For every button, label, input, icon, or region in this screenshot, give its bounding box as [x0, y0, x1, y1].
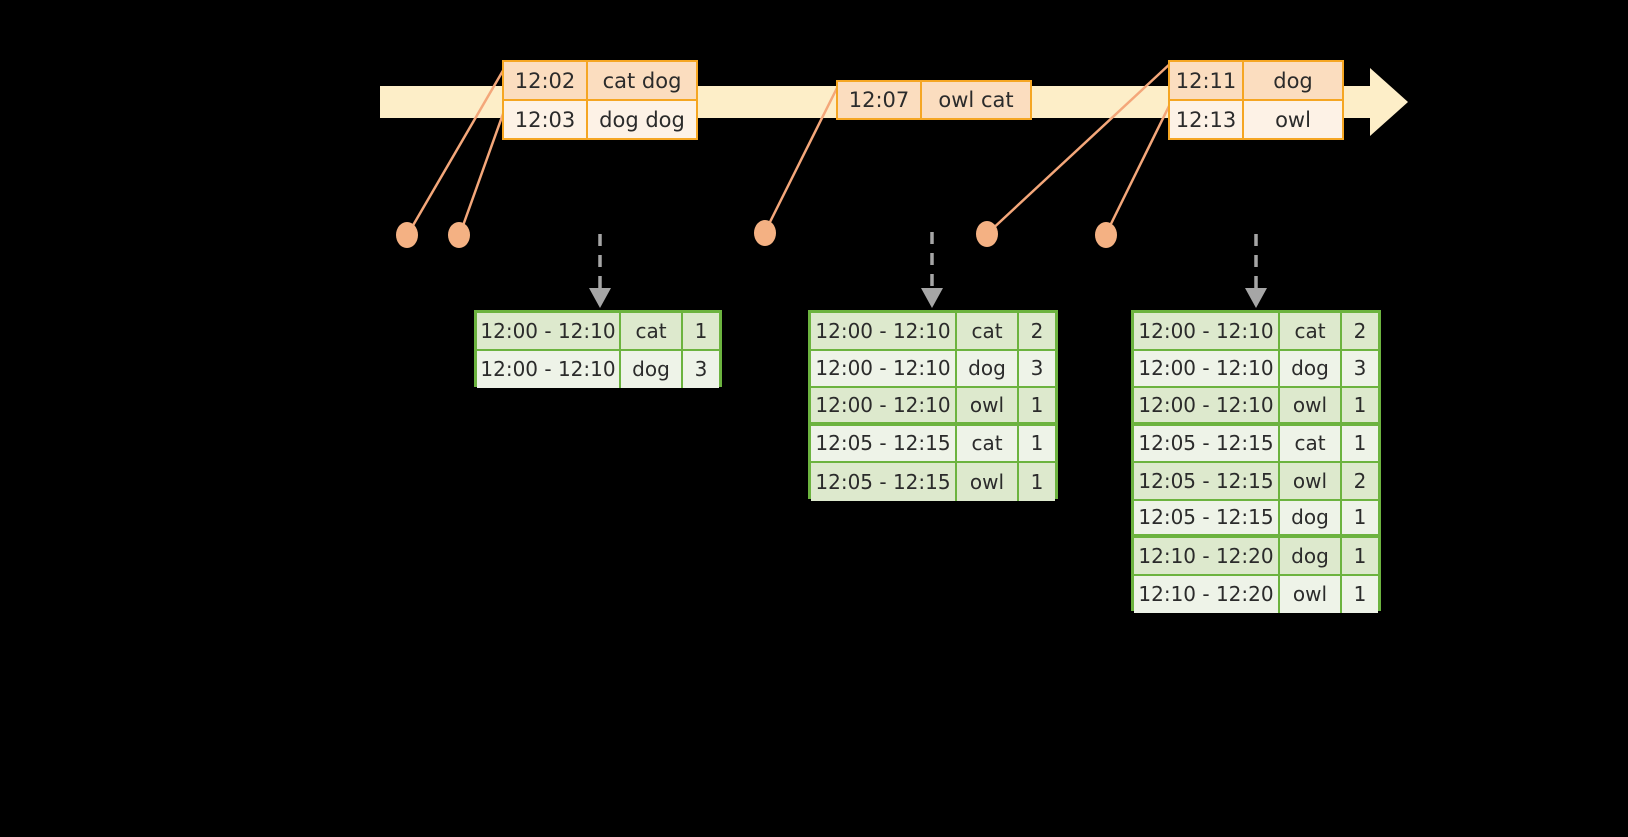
- timeline-arrowhead: [1370, 68, 1408, 136]
- event-text: owl: [1275, 107, 1311, 132]
- event-time: 12:02: [504, 62, 588, 99]
- cell-count: 1: [1030, 431, 1044, 456]
- event-time: 12:07: [838, 82, 922, 118]
- cell-window: 12:05 - 12:15: [1134, 425, 1280, 461]
- cell-window: 12:05 - 12:15: [1134, 500, 1280, 534]
- cell-window: 12:00 - 12:10: [1134, 350, 1280, 386]
- cell-count: 1: [1353, 431, 1367, 456]
- event-text: cat dog: [602, 68, 682, 93]
- cell-count: 1: [694, 318, 708, 343]
- down-arrow-1: [589, 234, 611, 308]
- event-group-2[interactable]: 12:07 owl cat: [836, 80, 1032, 120]
- cell-count: 1: [1030, 392, 1044, 417]
- cell-window: 12:05 - 12:15: [811, 425, 957, 461]
- cell-window: 12:05 - 12:15: [1134, 463, 1280, 499]
- cell-word: owl: [1280, 575, 1342, 613]
- event-time: 12:11: [1170, 62, 1244, 99]
- cell-word: cat: [1280, 313, 1342, 349]
- down-arrow-2: [921, 232, 943, 308]
- cell-count: 1: [1353, 392, 1367, 417]
- cell-window: 12:00 - 12:10: [1134, 313, 1280, 349]
- event-row[interactable]: 12:11 dog: [1170, 62, 1342, 99]
- cell-window: 12:00 - 12:10: [477, 313, 621, 349]
- cell-window: 12:10 - 12:20: [1134, 538, 1280, 574]
- cell-word: cat: [621, 313, 683, 349]
- down-arrow-3: [1245, 234, 1267, 308]
- cell-window: 12:05 - 12:15: [811, 463, 957, 501]
- cell-word: cat: [1280, 425, 1342, 461]
- event-group-1[interactable]: 12:02 cat dog 12:03 dog dog: [502, 60, 698, 140]
- cell-count: 2: [1353, 468, 1367, 493]
- cell-word: dog: [621, 350, 683, 388]
- event-row[interactable]: 12:02 cat dog: [504, 62, 696, 99]
- event-row[interactable]: 12:07 owl cat: [838, 82, 1030, 118]
- cell-count: 1: [1353, 505, 1367, 530]
- cell-word: dog: [957, 350, 1019, 386]
- cell-count: 1: [1353, 582, 1367, 607]
- cell-window: 12:00 - 12:10: [811, 313, 957, 349]
- cell-word: dog: [1280, 350, 1342, 386]
- connector-line-1: [406, 61, 510, 235]
- cell-count: 1: [1030, 469, 1044, 494]
- cell-count: 3: [1030, 356, 1044, 381]
- cell-count: 2: [1353, 318, 1367, 343]
- event-text: dog dog: [599, 107, 685, 132]
- connector-line-2: [458, 99, 510, 235]
- marker-dot-4: [976, 221, 998, 247]
- connector-line-5: [1104, 99, 1174, 235]
- cell-word: owl: [957, 388, 1019, 422]
- cell-window: 12:00 - 12:10: [477, 350, 621, 388]
- event-text: owl cat: [938, 88, 1014, 112]
- marker-dot-3: [754, 220, 776, 246]
- cell-word: owl: [957, 463, 1019, 501]
- cell-window: 12:10 - 12:20: [1134, 575, 1280, 613]
- cell-word: cat: [957, 313, 1019, 349]
- marker-dot-1: [396, 222, 418, 248]
- event-time: 12:13: [1170, 101, 1244, 138]
- event-row[interactable]: 12:03 dog dog: [504, 99, 696, 138]
- event-group-3[interactable]: 12:11 dog 12:13 owl: [1168, 60, 1344, 140]
- marker-dot-5: [1095, 222, 1117, 248]
- marker-dot-2: [448, 222, 470, 248]
- cell-count: 2: [1030, 318, 1044, 343]
- cell-window: 12:00 - 12:10: [811, 388, 957, 422]
- event-time: 12:03: [504, 101, 588, 138]
- event-row[interactable]: 12:13 owl: [1170, 99, 1342, 138]
- cell-word: owl: [1280, 463, 1342, 499]
- cell-word: cat: [957, 425, 1019, 461]
- cell-count: 1: [1353, 543, 1367, 568]
- cell-word: dog: [1280, 538, 1342, 574]
- cell-count: 3: [694, 357, 708, 382]
- cell-count: 3: [1353, 356, 1367, 381]
- cell-word: dog: [1280, 500, 1342, 534]
- event-text: dog: [1273, 68, 1313, 93]
- cell-window: 12:00 - 12:10: [811, 350, 957, 386]
- cell-word: owl: [1280, 388, 1342, 422]
- connector-line-3: [763, 81, 842, 233]
- cell-window: 12:00 - 12:10: [1134, 388, 1280, 422]
